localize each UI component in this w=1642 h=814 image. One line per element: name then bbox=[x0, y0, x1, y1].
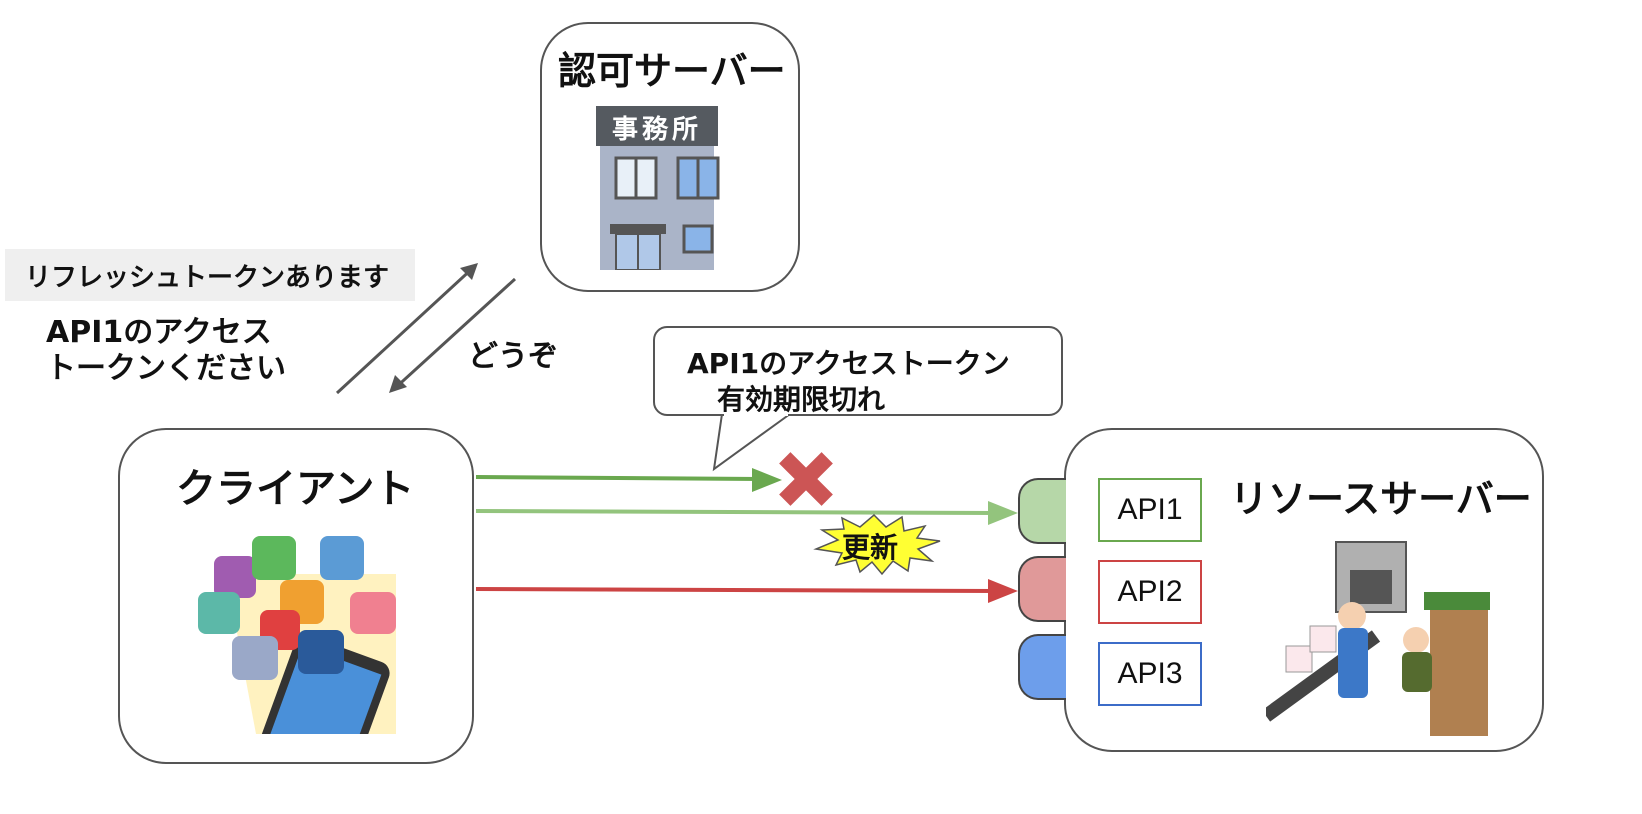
token-request-line1: API1のアクセス bbox=[46, 315, 272, 350]
token-response-arrowhead bbox=[389, 375, 407, 393]
token-request-line2: トークンください bbox=[46, 351, 286, 386]
api2-box: API2 bbox=[1098, 560, 1202, 624]
api1-renewed-arrowhead bbox=[988, 501, 1018, 525]
api1-endpoint bbox=[1018, 478, 1066, 544]
token-request-arrow bbox=[335, 264, 477, 395]
api1-box: API1 bbox=[1098, 478, 1202, 542]
phone-app-icon bbox=[252, 536, 296, 580]
expired-callout-line1: API1のアクセストークン bbox=[687, 347, 1010, 380]
api2-arrow bbox=[475, 587, 997, 593]
mail-app-icon bbox=[232, 636, 278, 680]
api2-arrowhead bbox=[988, 579, 1018, 603]
token-response-arrow bbox=[391, 277, 517, 392]
renewal-burst-shape bbox=[813, 513, 941, 576]
resource-server-title: リソースサーバー bbox=[1230, 477, 1532, 521]
api2-endpoint bbox=[1018, 556, 1066, 622]
camera-app-icon bbox=[214, 556, 256, 598]
globe-app-icon bbox=[320, 536, 364, 580]
book-app-icon bbox=[298, 630, 344, 674]
refresh-token-label: リフレッシュトークンあります bbox=[5, 249, 415, 301]
api3-box: API3 bbox=[1098, 642, 1202, 706]
client-box: クライアント bbox=[118, 428, 474, 764]
token-request-text: API1のアクセス トークンください bbox=[46, 315, 286, 387]
api3-endpoint bbox=[1018, 634, 1066, 700]
api1-renewed-arrow bbox=[475, 509, 997, 515]
renewal-label: 更新 bbox=[842, 531, 899, 564]
settings-app-icon bbox=[198, 592, 240, 634]
gamepad-app-icon bbox=[350, 592, 396, 634]
auth-server-title: 認可サーバー bbox=[558, 49, 786, 93]
smartphone-apps-icon bbox=[198, 536, 396, 734]
office-building-icon bbox=[596, 106, 720, 270]
api1-expired-arrow bbox=[475, 475, 761, 481]
warehouse-workers-icon bbox=[1266, 541, 1490, 736]
api1-expired-arrowhead bbox=[752, 468, 782, 492]
office-building-sign: 事務所 bbox=[611, 115, 702, 145]
expired-callout: API1のアクセストークン 有効期限切れ bbox=[653, 326, 1063, 416]
auth-server-box: 認可サーバー 事務所 bbox=[540, 22, 800, 292]
rejected-cross-icon bbox=[779, 452, 833, 506]
token-response-text: どうぞ bbox=[468, 339, 558, 374]
client-title: クライアント bbox=[176, 466, 415, 512]
token-request-arrowhead bbox=[460, 263, 478, 280]
callout-tail-join bbox=[724, 412, 788, 416]
expired-callout-line2: 有効期限切れ bbox=[717, 383, 886, 416]
resource-server-box: リソースサーバー API1 API2 API3 bbox=[1064, 428, 1544, 752]
